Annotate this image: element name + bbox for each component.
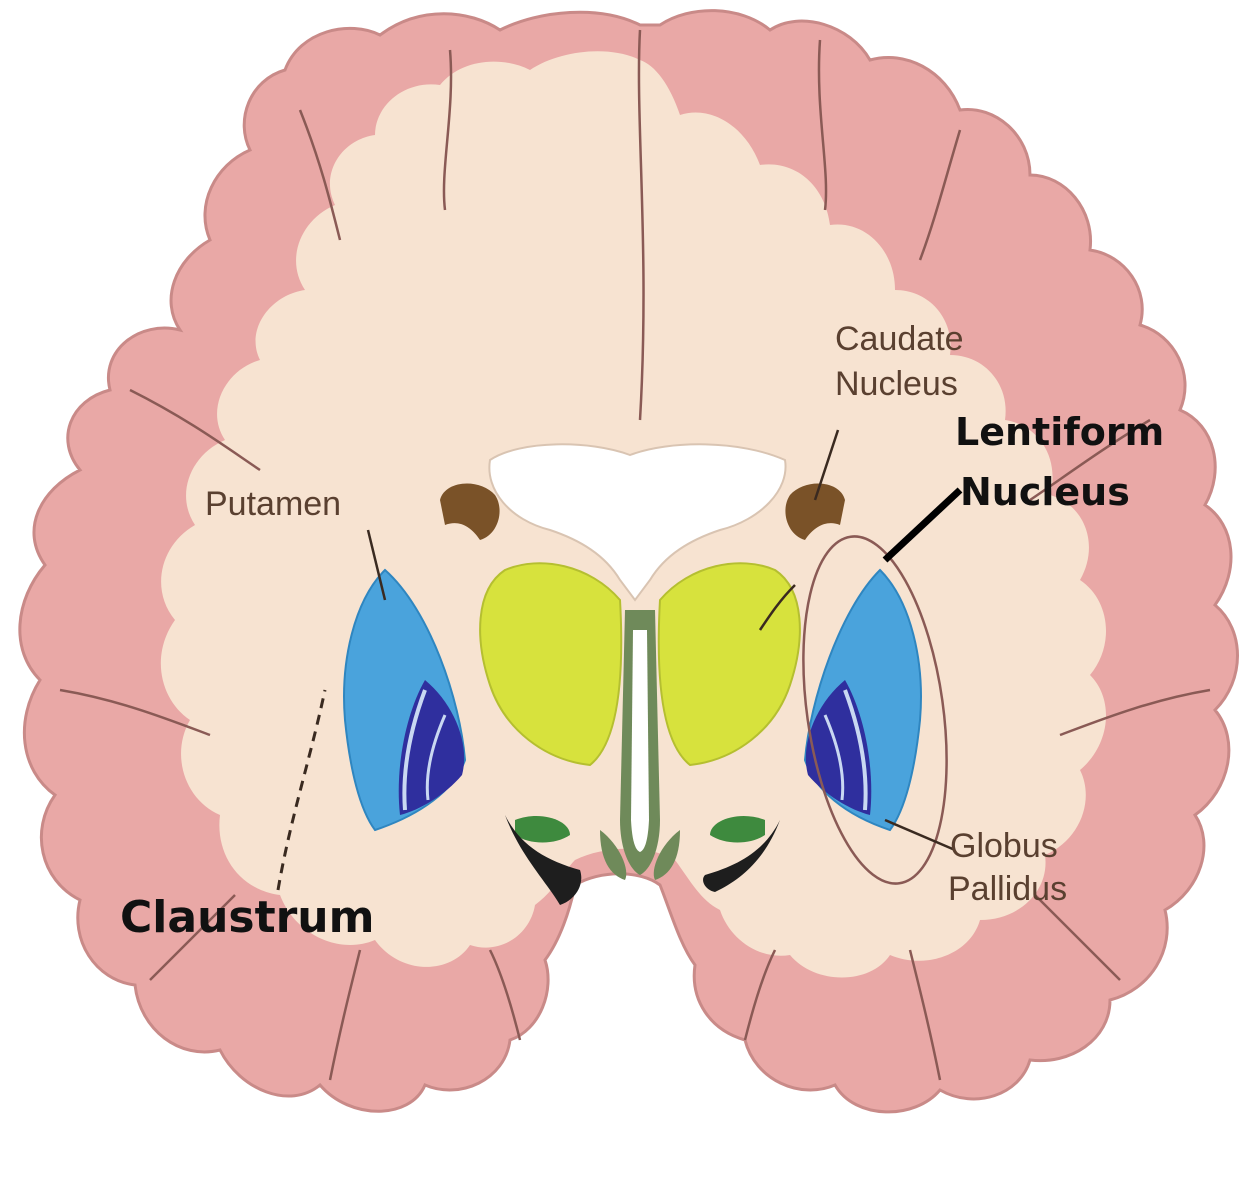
lateral-ventricles — [488, 443, 787, 602]
temporal-horn-left — [505, 815, 582, 905]
lentiform-label-line2: Nucleus — [960, 470, 1130, 514]
caudate-leader — [813, 429, 840, 501]
thalamus-right — [657, 562, 801, 767]
claustrum-leader — [276, 689, 327, 891]
third-ventricle-inner — [631, 630, 649, 852]
lentiform-leader — [882, 487, 963, 563]
caudate-nucleus-right — [785, 483, 845, 540]
amygdala-left — [515, 815, 570, 843]
caudate-nucleus-left — [440, 483, 500, 540]
globus-label-line2: Pallidus — [948, 870, 1067, 908]
caudate-label-line1: Caudate — [835, 320, 964, 358]
sulci-lines — [59, 29, 1211, 1081]
putamen-label: Putamen — [205, 485, 341, 523]
claustrum-label: Claustrum — [120, 892, 374, 943]
globus-label-line1: Globus — [950, 827, 1058, 865]
amygdala-right — [710, 815, 765, 843]
thalamus-left — [479, 562, 623, 767]
putamen-leader — [366, 529, 387, 601]
caudate-label-line2: Nucleus — [835, 365, 958, 403]
globus-leader — [884, 818, 956, 852]
lentiform-label-line1: Lentiform — [955, 410, 1164, 454]
temporal-horn-right — [703, 820, 780, 892]
lentiform-outline — [802, 535, 948, 885]
